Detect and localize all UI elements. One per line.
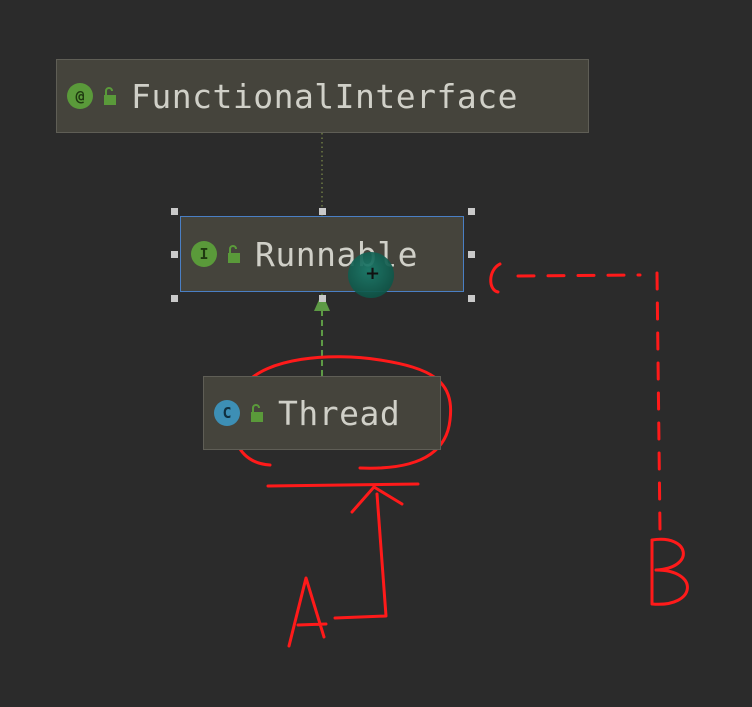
class-icon: C xyxy=(214,400,240,426)
unlocked-lock-icon xyxy=(228,245,240,263)
annotation-underline xyxy=(266,482,420,488)
drag-cursor-icon xyxy=(348,252,394,298)
annotation-dash-hook xyxy=(489,262,502,294)
resize-handle-e[interactable] xyxy=(468,251,475,258)
annotation-letter-b xyxy=(650,537,689,606)
unlocked-lock-icon xyxy=(104,87,116,105)
annotation-arrowhead-a xyxy=(350,485,404,514)
node-label: Thread xyxy=(278,393,401,433)
node-label: Runnable xyxy=(255,234,418,274)
unlocked-lock-icon xyxy=(251,404,263,422)
red-annotations xyxy=(232,262,689,648)
resize-handle-se[interactable] xyxy=(468,295,475,302)
annotation-arrow-a xyxy=(333,492,388,620)
annotation-icon: @ xyxy=(67,83,93,109)
node-thread[interactable]: C Thread xyxy=(203,376,441,450)
annotation-dashed-line-b xyxy=(516,271,662,532)
move-plus-icon: + xyxy=(365,263,381,284)
resize-handle-s[interactable] xyxy=(319,295,326,302)
resize-handle-w[interactable] xyxy=(171,251,178,258)
resize-handle-sw[interactable] xyxy=(171,295,178,302)
inheritance-arrowhead-icon xyxy=(314,293,330,311)
resize-handle-nw[interactable] xyxy=(171,208,178,215)
resize-handle-n[interactable] xyxy=(319,208,326,215)
resize-handle-ne[interactable] xyxy=(468,208,475,215)
interface-icon: I xyxy=(191,241,217,267)
node-runnable[interactable]: I Runnable xyxy=(180,216,464,292)
node-label: FunctionalInterface xyxy=(131,76,518,116)
annotation-letter-a xyxy=(287,576,328,648)
node-functional-interface[interactable]: @ FunctionalInterface xyxy=(56,59,589,133)
